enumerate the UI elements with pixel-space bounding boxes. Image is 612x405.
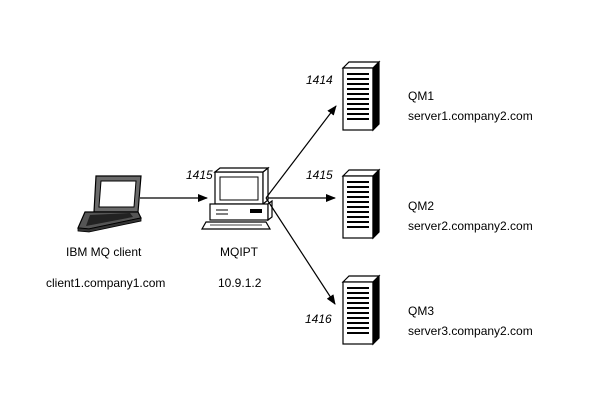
mqipt-name-label: MQIPT [220, 245, 258, 259]
qm1-host-label: server1.company2.com [408, 109, 533, 123]
qm3-host-label: server3.company2.com [408, 324, 533, 338]
mqipt-port-label: 1415 [186, 168, 213, 182]
qm1-port-label: 1414 [306, 73, 333, 87]
qm1-name-label: QM1 [408, 89, 435, 103]
qm3-port-label: 1416 [305, 312, 332, 326]
server-tower-icon-qm2 [341, 168, 381, 240]
desktop-computer-icon [200, 166, 273, 230]
link-mqipt-qm1 [265, 105, 337, 199]
qm2-name-label: QM2 [408, 199, 435, 213]
laptop-icon [77, 175, 142, 233]
link-mqipt-qm3 [265, 197, 336, 305]
server-tower-icon-qm3 [341, 274, 381, 346]
client-host-label: client1.company1.com [46, 276, 166, 290]
qm3-name-label: QM3 [408, 304, 435, 318]
mqipt-ip-label: 10.9.1.2 [218, 276, 262, 290]
qm2-host-label: server2.company2.com [408, 219, 533, 233]
server-tower-icon-qm1 [341, 60, 381, 132]
client-name-label: IBM MQ client [66, 245, 142, 259]
qm2-port-label: 1415 [306, 168, 333, 182]
